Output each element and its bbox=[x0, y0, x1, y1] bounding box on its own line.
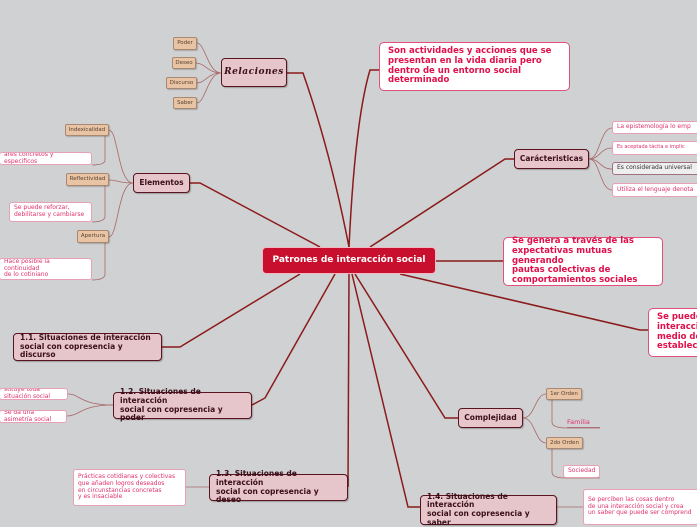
central-topic[interactable]: Patrones de interacción social bbox=[262, 247, 436, 274]
leaf-caracteristica-2[interactable]: Es aceptada tácita e implic bbox=[612, 141, 697, 155]
node-situacion-1-4[interactable]: 1.4. Situaciones de interacción social c… bbox=[420, 492, 557, 526]
tag-reflectividad[interactable]: Reflectividad bbox=[66, 173, 109, 186]
node-situacion-1-2[interactable]: 1.2. Situaciones de interacción social c… bbox=[113, 387, 252, 422]
node-relaciones[interactable]: Relaciones bbox=[221, 58, 287, 87]
node-situacion-1-1[interactable]: 1.1. Situaciones de interacción social c… bbox=[13, 333, 162, 361]
tag-1er-orden[interactable]: 1er Orden bbox=[546, 388, 582, 400]
node-complejidad[interactable]: Complejidad bbox=[458, 408, 523, 428]
node-label: Carácteristicas bbox=[519, 153, 584, 163]
leaf-poder-2[interactable]: Se da una asimetría social bbox=[0, 410, 67, 423]
leaf-indexicalidad-note[interactable]: ares concretos y especificos bbox=[0, 152, 92, 165]
node-label: Elementos bbox=[139, 177, 184, 187]
tag-apertura[interactable]: Apertura bbox=[77, 230, 109, 243]
leaf-caracteristica-3[interactable]: Es considerada universal bbox=[612, 162, 697, 175]
node-situacion-1-3[interactable]: 1.3. Situaciones de interacción social c… bbox=[209, 469, 348, 504]
leaf-caracteristica-1[interactable]: La epistemología lo emp bbox=[612, 121, 697, 134]
leaf-sociedad[interactable]: Sociedad bbox=[563, 465, 600, 478]
leaf-caracteristica-4[interactable]: Utiliza el lenguaje denota bbox=[612, 183, 697, 197]
note-se-pueden[interactable]: Se puede interacció medio de establece bbox=[648, 308, 697, 357]
note-definicion[interactable]: Son actividades y acciones que se presen… bbox=[379, 42, 570, 91]
leaf-reflectividad-note[interactable]: Se puede reforzar, debilitarse y cambiar… bbox=[9, 202, 92, 222]
central-topic-label: Patrones de interacción social bbox=[272, 255, 426, 266]
node-caracteristicas[interactable]: Carácteristicas bbox=[514, 149, 589, 169]
node-label: Complejidad bbox=[464, 412, 517, 422]
node-label: Relaciones bbox=[224, 67, 284, 78]
leaf-familia[interactable]: Familia bbox=[567, 418, 600, 428]
tag-deseo[interactable]: Deseo bbox=[172, 57, 196, 69]
leaf-apertura-note[interactable]: Hace posible la continuidad de lo cotini… bbox=[0, 258, 92, 280]
note-se-genera[interactable]: Se genera a través de las expectativas m… bbox=[503, 236, 663, 286]
leaf-deseo-note[interactable]: Prácticas cotidianas y colectivas que añ… bbox=[73, 469, 186, 506]
tag-saber[interactable]: Saber bbox=[173, 97, 197, 109]
tag-poder[interactable]: Poder bbox=[173, 37, 197, 50]
node-elementos[interactable]: Elementos bbox=[133, 173, 190, 193]
tag-indexicalidad[interactable]: Indexicalidad bbox=[65, 124, 109, 136]
leaf-poder-1[interactable]: stituye toda situación social bbox=[0, 388, 68, 400]
tag-discurso[interactable]: Discurso bbox=[166, 77, 197, 89]
tag-2do-orden[interactable]: 2do Orden bbox=[546, 437, 583, 449]
